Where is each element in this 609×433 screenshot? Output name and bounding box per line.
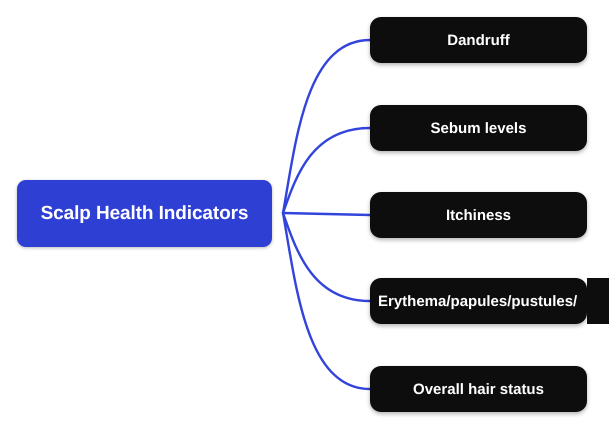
branch-node-erythema-papules-pustules[interactable]: Erythema/papules/pustules/ (370, 278, 609, 324)
branch-node-label: Itchiness (445, 206, 512, 224)
root-node-scalp-health-indicators[interactable]: Scalp Health Indicators (17, 180, 272, 247)
branch-node-overflow-fill (587, 278, 609, 324)
branch-node-label: Sebum levels (430, 119, 527, 137)
root-node-label: Scalp Health Indicators (40, 202, 249, 224)
edge-to-dandruff (281, 38, 372, 215)
branch-node-dandruff[interactable]: Dandruff (370, 17, 587, 63)
branch-node-overall-hair-status[interactable]: Overall hair status (370, 366, 587, 412)
branch-node-label: Dandruff (447, 31, 510, 49)
edge-to-itchiness (281, 211, 372, 217)
branch-node-itchiness[interactable]: Itchiness (370, 192, 587, 238)
edge-to-overall-hair-status (281, 211, 372, 391)
edge-to-erythema (281, 211, 372, 303)
branch-node-sebum-levels[interactable]: Sebum levels (370, 105, 587, 151)
branch-node-label: Overall hair status (413, 380, 544, 398)
branch-node-label: Erythema/papules/pustules/ (378, 292, 578, 310)
edge-to-sebum-levels (281, 126, 372, 215)
